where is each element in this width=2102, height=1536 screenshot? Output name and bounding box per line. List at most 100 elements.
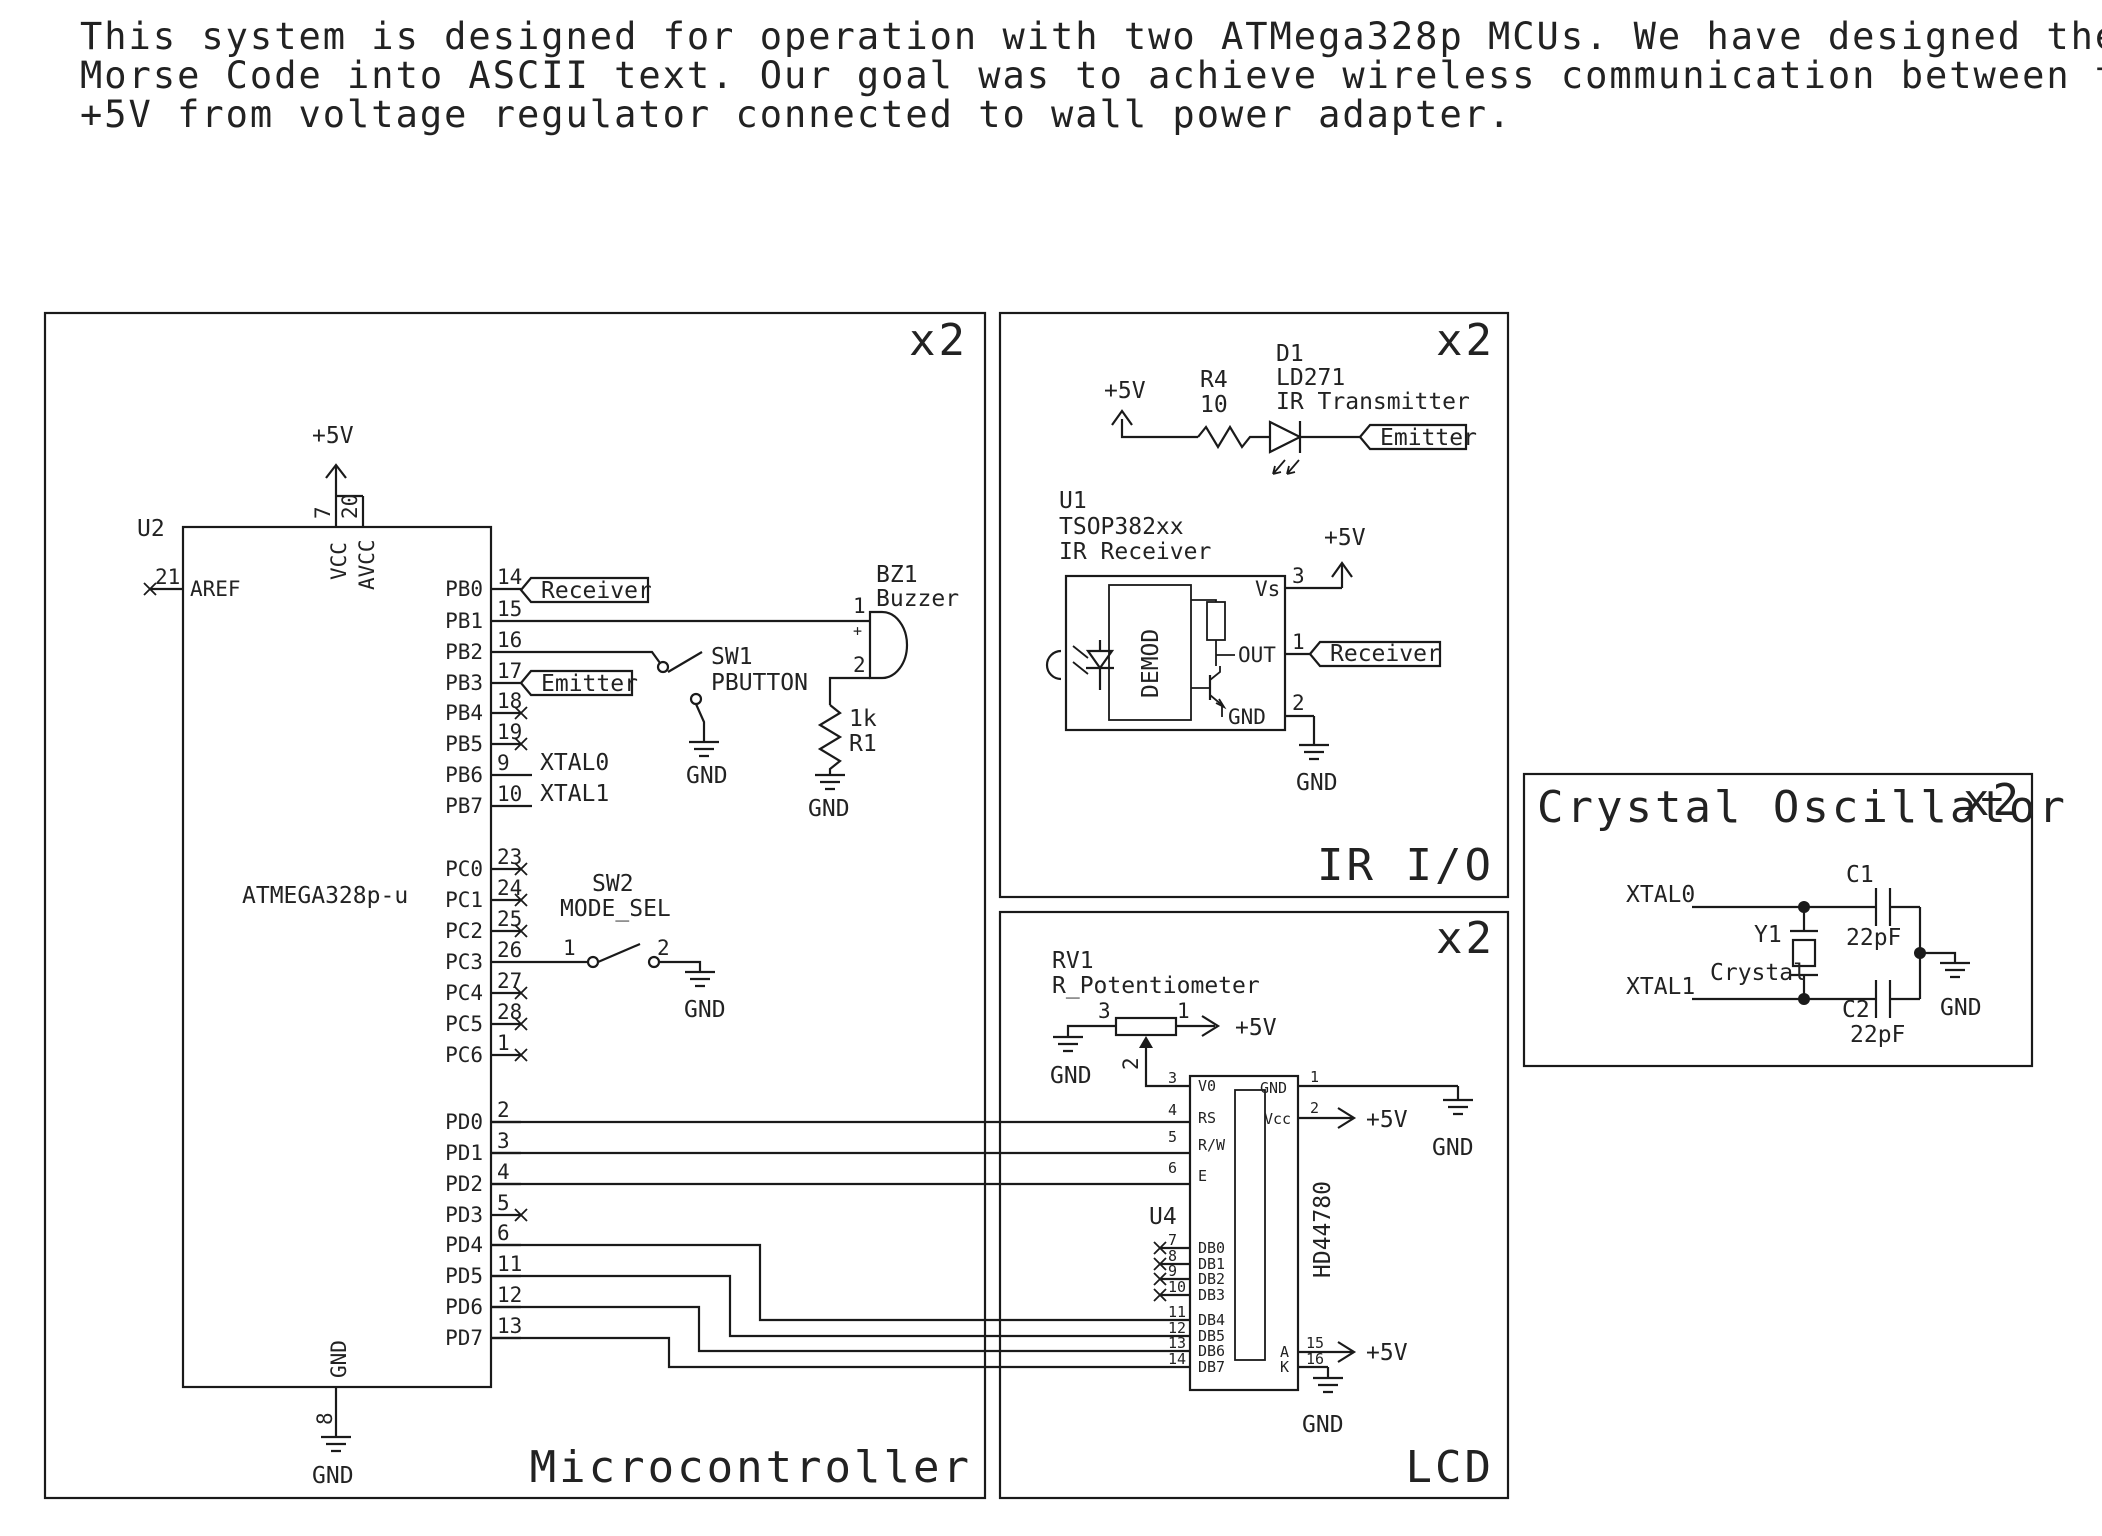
u4-pin-gnd-label: GND bbox=[1260, 1079, 1287, 1097]
mcu-pin-number-pb7: 10 bbox=[497, 782, 522, 806]
d1-ref: D1 bbox=[1276, 341, 1304, 367]
ir-transmitter-d1: +5V R4 10 D1 LD271 IR Transmitter Emitte… bbox=[1104, 341, 1477, 475]
buzzer-ref: BZ1 bbox=[876, 562, 918, 588]
mcu-pin-label-pc0: PC0 bbox=[445, 857, 483, 881]
u4-pin-k-num: 16 bbox=[1306, 1350, 1324, 1368]
rv1-5v-arrow bbox=[1201, 1015, 1221, 1037]
ir-receiver-u1: U1 TSOP382xx IR Receiver DEMOD +5V Vs 3 … bbox=[1045, 488, 1442, 796]
sw2-ground-label: GND bbox=[684, 997, 726, 1023]
u4-pin-vcc-num: 2 bbox=[1310, 1099, 1319, 1117]
u4-pin-label-db5: DB5 bbox=[1198, 1327, 1225, 1345]
u4-pin-label-db6: DB6 bbox=[1198, 1342, 1225, 1360]
u1-gnd-label: GND bbox=[1228, 705, 1266, 729]
rv1-body bbox=[1114, 1016, 1178, 1037]
rv1-ground-label: GND bbox=[1050, 1063, 1092, 1089]
c1-ref: C1 bbox=[1846, 862, 1874, 888]
sw1-ground-label: GND bbox=[686, 763, 728, 789]
xtal-ground-label: GND bbox=[1940, 995, 1982, 1021]
u1-5v-arrow bbox=[1331, 561, 1353, 578]
u4-pin-number-db2: 9 bbox=[1168, 1262, 1177, 1280]
lcd-u4: U4 HD44780 V03RS4R/W5E6DB07DB18DB29DB310… bbox=[1149, 1068, 1474, 1438]
buzzer-plus-mark: + bbox=[853, 622, 862, 640]
mcu-pin-number-pd5: 11 bbox=[497, 1252, 522, 1276]
r4-resistor bbox=[1197, 424, 1270, 450]
microcontroller-sheet bbox=[43, 311, 987, 1500]
u4-power-label-1: +5V bbox=[1366, 1107, 1408, 1133]
receiver-net-label-mcu bbox=[519, 576, 650, 604]
switch-sw2: 1 2 SW2 MODE_SEL GND bbox=[521, 871, 726, 1023]
u4-pin-number-db7: 14 bbox=[1168, 1350, 1186, 1368]
mcu-pin-label-pc3: PC3 bbox=[445, 950, 483, 974]
mcu-pin-label-pb6: PB6 bbox=[445, 763, 483, 787]
u4-pin-number-e: 6 bbox=[1168, 1159, 1177, 1177]
sw2-ref: SW2 bbox=[592, 871, 634, 897]
mcu-pin-number-pd0: 2 bbox=[497, 1098, 510, 1122]
d1-value: LD271 bbox=[1276, 365, 1345, 391]
mcu-u2: U2 ATMEGA328p-u +5V 7 20 VCC AVCC 21 ARE… bbox=[137, 423, 652, 1489]
u4-pin-number-db0: 7 bbox=[1168, 1231, 1177, 1249]
c1-value: 22pF bbox=[1846, 925, 1901, 951]
u4-pin-number-db5: 12 bbox=[1168, 1319, 1186, 1337]
c2-capacitor bbox=[1870, 980, 1920, 1018]
rv1-pin3: 3 bbox=[1098, 999, 1111, 1023]
u4-pin-number-v0: 3 bbox=[1168, 1069, 1177, 1087]
buzzer-bz1: 1 + 2 BZ1 Buzzer 1k R1 GND bbox=[521, 562, 959, 822]
emitter-net-label-ir bbox=[1358, 423, 1468, 451]
lcd-sheet bbox=[998, 910, 1510, 1500]
u4-pin-number-rw: 5 bbox=[1168, 1128, 1177, 1146]
mcu-pin-label-pc1: PC1 bbox=[445, 888, 483, 912]
emitter-net-label-mcu bbox=[519, 669, 634, 697]
u4-body bbox=[1188, 1074, 1300, 1392]
u4-gnd-ground-symbol bbox=[1443, 1098, 1473, 1116]
c2-value: 22pF bbox=[1850, 1022, 1905, 1048]
d1-diode-triangle bbox=[1268, 420, 1303, 454]
mcu-ground-label: GND bbox=[312, 1463, 354, 1489]
u4-vcc-arrow bbox=[1337, 1107, 1357, 1129]
mcu-pin-label-pd1: PD1 bbox=[445, 1141, 483, 1165]
mcu-pin-label-pb2: PB2 bbox=[445, 640, 483, 664]
sw2-pin2: 2 bbox=[657, 936, 670, 960]
rv1-ground-symbol bbox=[1053, 1035, 1083, 1053]
mcu-pin-number-pd7: 13 bbox=[497, 1314, 522, 1338]
mcu-vcc-power-label: +5V bbox=[312, 423, 354, 449]
rv1-pin2: 2 bbox=[1119, 1057, 1143, 1070]
u4-pin-number-db6: 13 bbox=[1168, 1334, 1186, 1352]
u4-pin-number-rs: 4 bbox=[1168, 1101, 1177, 1119]
u1-ground-symbol bbox=[1299, 743, 1329, 761]
lcd-multiplier: x2 bbox=[1436, 913, 1495, 964]
u4-pin-label-db1: DB1 bbox=[1198, 1255, 1225, 1273]
u4-pin-label-e: E bbox=[1198, 1167, 1207, 1185]
rv1-value: R_Potentiometer bbox=[1052, 973, 1260, 999]
mcu-emitter-net: Emitter bbox=[541, 671, 638, 697]
mcu-pin-number-pd2: 4 bbox=[497, 1160, 510, 1184]
no-connect-pc4 bbox=[514, 986, 528, 1000]
y1-crystal-body bbox=[1791, 938, 1817, 968]
u4-pin-gnd-num: 1 bbox=[1310, 1068, 1319, 1086]
rv1-power-label: +5V bbox=[1235, 1015, 1277, 1041]
u4-pin-label-rw: R/W bbox=[1198, 1136, 1226, 1154]
u1-out-pin: 1 bbox=[1292, 630, 1305, 654]
mcu-pin-label-pc2: PC2 bbox=[445, 919, 483, 943]
no-connect-pc5 bbox=[514, 1017, 528, 1031]
crystal-oscillator-sheet bbox=[1522, 772, 2034, 1068]
y1-ref: Y1 bbox=[1754, 922, 1782, 948]
xtal-xtal0-label: XTAL0 bbox=[1626, 882, 1695, 908]
u4-power-label-2: +5V bbox=[1366, 1340, 1408, 1366]
crystal-oscillator-y1: XTAL0 XTAL1 Y1 Crystal C1 22pF C2 22pF G… bbox=[1626, 862, 1982, 1048]
u1-out-label: OUT bbox=[1238, 643, 1276, 667]
mcu-ground-symbol bbox=[321, 1435, 351, 1453]
mcu-pin-label-pc5: PC5 bbox=[445, 1012, 483, 1036]
u4-ref: U4 bbox=[1149, 1204, 1177, 1230]
mcu-pin-label-pd3: PD3 bbox=[445, 1203, 483, 1227]
potentiometer-rv1: RV1 R_Potentiometer GND +5V 3 1 2 bbox=[1050, 948, 1277, 1089]
mcu-pin-number-pd6: 12 bbox=[497, 1283, 522, 1307]
no-connect-db3 bbox=[1153, 1288, 1167, 1302]
ir-power-label-2: +5V bbox=[1324, 525, 1366, 551]
mcu-pin-number-pb3: 17 bbox=[497, 659, 522, 683]
d1-emit-arrow-1 bbox=[1272, 459, 1286, 475]
u1-vs-label: Vs bbox=[1255, 577, 1280, 601]
mcu-aref-pin-number: 21 bbox=[155, 565, 180, 589]
u4-ground-label-1: GND bbox=[1432, 1135, 1474, 1161]
mcu-pin-label-pb0: PB0 bbox=[445, 577, 483, 601]
ir-io-sheet bbox=[998, 311, 1510, 899]
